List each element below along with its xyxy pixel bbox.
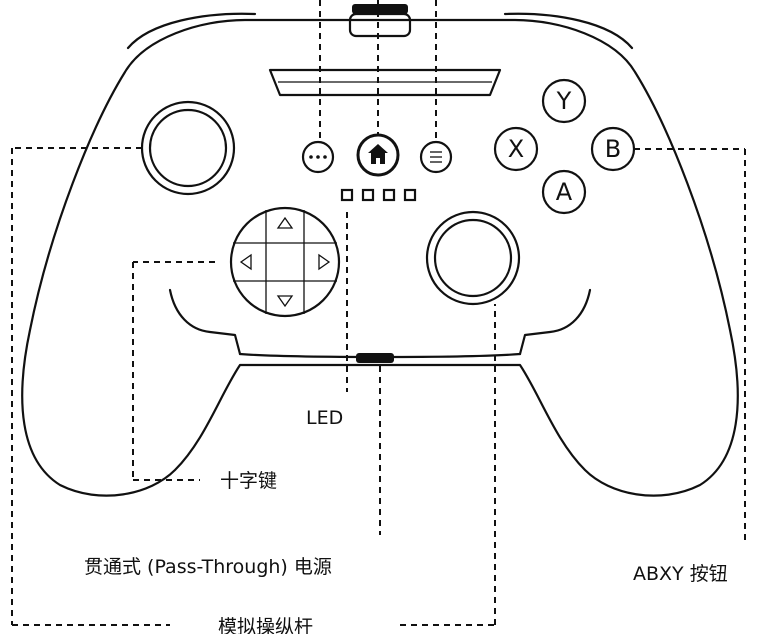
dpad	[229, 206, 341, 318]
dpad-down-icon	[276, 295, 294, 308]
led-light	[361, 188, 375, 202]
button-y: Y	[541, 78, 587, 124]
led-light	[403, 188, 417, 202]
label-led: LED	[306, 407, 343, 429]
led-light	[340, 188, 354, 202]
dpad-up-icon	[276, 216, 294, 229]
view-button	[301, 140, 335, 174]
dpad-right-icon	[318, 253, 331, 271]
top-connector-icon	[348, 4, 412, 38]
passthrough-port	[356, 353, 394, 363]
leader-lines	[11, 0, 746, 626]
button-x: X	[493, 126, 539, 172]
svg-text:Y: Y	[556, 87, 572, 115]
label-abxy: ABXY 按钮	[633, 563, 728, 585]
svg-text:X: X	[508, 135, 524, 163]
led-light	[382, 188, 396, 202]
dpad-left-icon	[239, 253, 252, 271]
right-analog-stick	[425, 210, 521, 306]
home-icon	[368, 144, 388, 164]
button-b: B	[590, 126, 636, 172]
label-dpad: 十字键	[220, 470, 277, 492]
label-power: 贯通式 (Pass-Through) 电源	[84, 556, 332, 578]
left-analog-stick	[140, 100, 236, 196]
svg-text:A: A	[556, 178, 573, 206]
label-sticks: 模拟操纵杆	[218, 616, 313, 634]
top-panel	[268, 68, 502, 97]
home-button	[356, 133, 400, 177]
svg-text:B: B	[605, 135, 621, 163]
button-a: A	[541, 169, 587, 215]
menu-button	[419, 140, 453, 174]
led-indicators	[340, 188, 417, 202]
